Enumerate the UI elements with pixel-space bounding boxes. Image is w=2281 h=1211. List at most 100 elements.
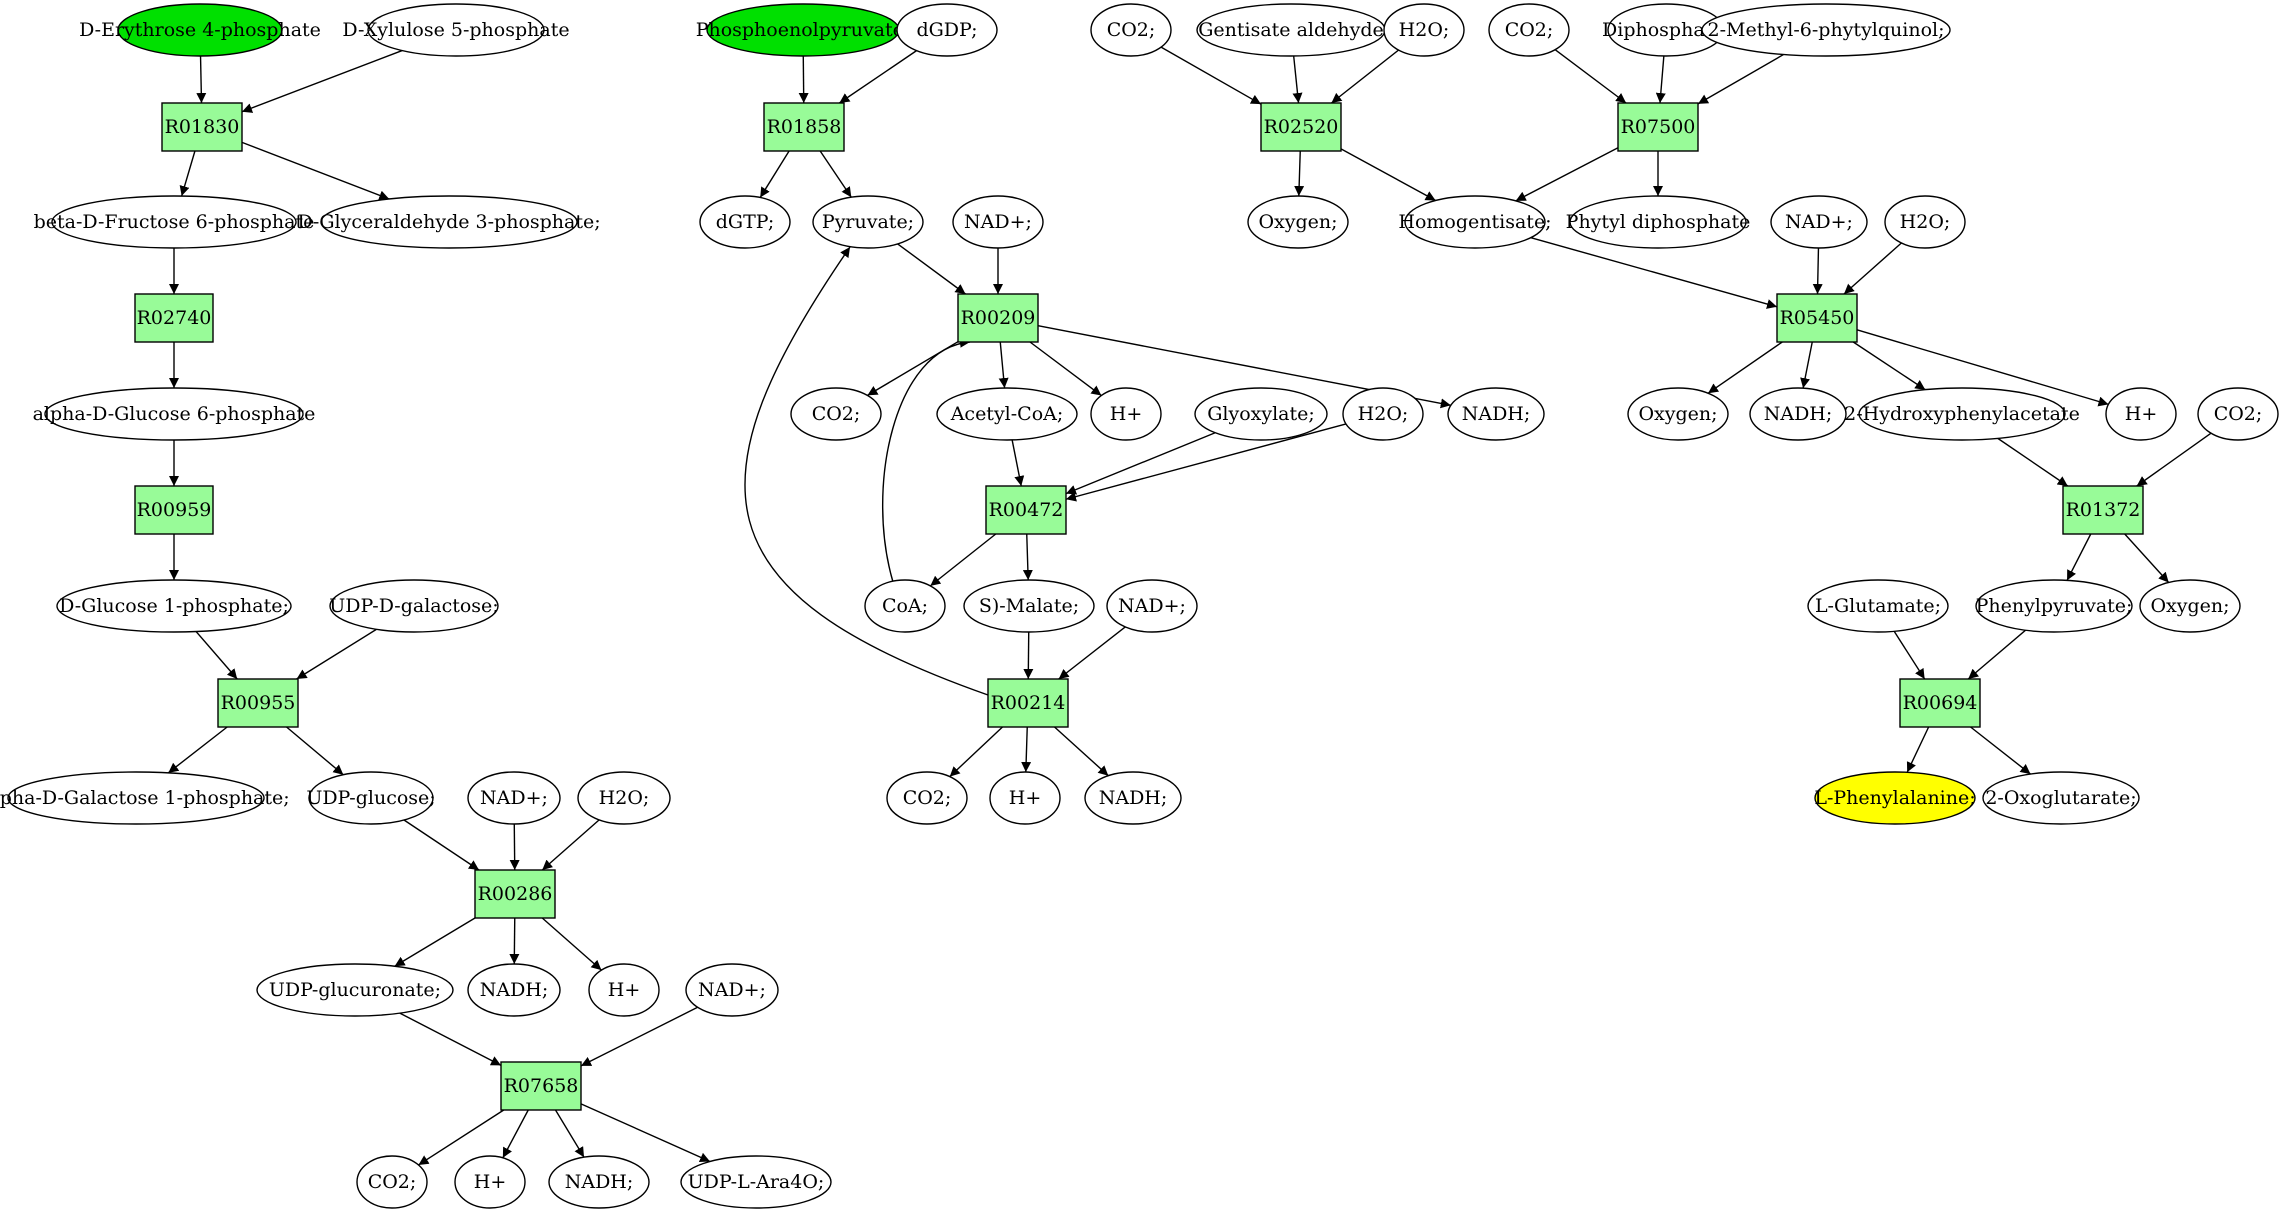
- compound-node: CO2;: [1090, 3, 1172, 57]
- compound-node: NAD+;: [1770, 195, 1868, 249]
- reaction-node: R00286: [474, 869, 556, 919]
- compound-node: L-Glutamate;: [1807, 579, 1949, 633]
- compound-node: NADH;: [1749, 387, 1847, 441]
- edge-arrow: [1906, 726, 1930, 773]
- reaction-box: [474, 869, 556, 919]
- reaction-label: R02520: [1264, 116, 1339, 138]
- edge-arrow: [1160, 46, 1262, 105]
- edge-arrow: [403, 819, 480, 871]
- reaction-label: R07500: [1621, 116, 1696, 138]
- edge-arrow: [819, 150, 852, 198]
- compound-node: beta-D-Fructose 6-phosphate: [34, 195, 314, 249]
- compound-node: Oxygen;: [1247, 195, 1349, 249]
- reaction-node: R07500: [1617, 102, 1699, 152]
- reaction-label: R05450: [1780, 307, 1855, 329]
- edge-arrow: [929, 533, 997, 587]
- compound-shape: [790, 387, 882, 441]
- reaction-label: R01858: [767, 116, 842, 138]
- compound-shape: [699, 195, 791, 249]
- compound-node: Acetyl-CoA;: [936, 387, 1078, 441]
- compound-shape: [308, 771, 434, 825]
- compound-label: H+: [474, 1171, 507, 1193]
- compound-node: 2-Hydroxyphenylacetate: [1844, 387, 2080, 441]
- compound-node: NAD+;: [952, 195, 1044, 249]
- edge-arrow: [541, 819, 600, 871]
- compound-shape: [356, 1155, 428, 1209]
- reaction-node: R00694: [1899, 678, 1981, 728]
- compound-label: UDP-glucuronate;: [269, 979, 441, 1001]
- compound-shape: [1569, 195, 1747, 249]
- reaction-box: [1260, 102, 1342, 152]
- reaction-node: R00472: [985, 485, 1067, 535]
- edge-arrow: [1058, 626, 1126, 680]
- edge-arrow: [897, 243, 966, 295]
- edge-arrow: [286, 726, 344, 776]
- compound-shape: [680, 1155, 832, 1209]
- compound-node: Homogentisate;: [1398, 195, 1552, 249]
- compound-node: L-Phenylalanine;: [1814, 771, 1976, 825]
- compound-shape: [1090, 387, 1162, 441]
- compound-node: D-Xylulose 5-phosphate: [342, 3, 570, 57]
- compound-shape: [454, 1155, 526, 1209]
- compound-label: D-Glyceraldehyde 3-phosphate;: [297, 211, 600, 233]
- compound-shape: [1770, 195, 1868, 249]
- compound-node: Glyoxylate;: [1194, 387, 1328, 441]
- compound-shape: [952, 195, 1044, 249]
- compound-label: D-Erythrose 4-phosphate: [79, 19, 321, 41]
- compound-node: H2O;: [1383, 3, 1465, 57]
- compound-node: Diphosphate;: [1602, 3, 1730, 57]
- compound-shape: [1383, 3, 1465, 57]
- compound-shape: [1194, 387, 1328, 441]
- reaction-box: [985, 485, 1067, 535]
- compound-label: D-Xylulose 5-phosphate: [342, 19, 569, 41]
- compound-label: NAD+;: [480, 787, 548, 809]
- compound-label: UDP-L-Ara4O;: [688, 1171, 825, 1193]
- compound-label: CO2;: [2214, 403, 2263, 425]
- reaction-node: R00959: [134, 485, 214, 535]
- compound-label: H+: [1110, 403, 1143, 425]
- reaction-box: [1899, 678, 1981, 728]
- compound-node: NADH;: [548, 1155, 650, 1209]
- reaction-label: R02740: [137, 307, 212, 329]
- edge-arrow: [1530, 237, 1778, 309]
- reaction-node: R02740: [134, 293, 214, 343]
- edge-arrow: [1856, 329, 2109, 407]
- compound-label: H2O;: [1900, 211, 1951, 233]
- compound-shape: [467, 771, 561, 825]
- compound-label: Phytyl diphosphate: [1566, 211, 1751, 233]
- edge-arrow: [2124, 533, 2170, 583]
- compound-label: Oxygen;: [1638, 403, 1717, 425]
- compound-shape: [2197, 387, 2279, 441]
- compound-node: H2O;: [577, 771, 671, 825]
- edge-arrow: [1029, 341, 1102, 397]
- compound-node: NAD+;: [467, 771, 561, 825]
- compound-node: H+: [588, 963, 660, 1017]
- compound-shape: [812, 195, 924, 249]
- compound-shape: [256, 963, 454, 1017]
- compound-shape: [886, 771, 968, 825]
- compound-label: H2O;: [599, 787, 650, 809]
- compound-node: UDP-glucose;: [306, 771, 436, 825]
- edge-arrow: [1852, 341, 1926, 391]
- edge-arrow: [554, 1109, 585, 1158]
- compound-label: H2O;: [1399, 19, 1450, 41]
- compound-node: alpha-D-Glucose 6-phosphate: [33, 387, 315, 441]
- reaction-box: [987, 678, 1069, 728]
- compound-shape: [367, 3, 545, 57]
- edge-arrow: [195, 631, 238, 680]
- compound-label: Glyoxylate;: [1207, 403, 1315, 425]
- edge-arrow: [838, 50, 917, 104]
- compound-node: Phosphoenolpyruvate;: [696, 3, 910, 57]
- compound-label: L-Phenylalanine;: [1814, 787, 1975, 809]
- edge-arrow: [580, 1103, 711, 1163]
- edge-arrow-curved: [744, 246, 989, 696]
- reaction-label: R01830: [165, 116, 240, 138]
- reaction-node: R01858: [763, 102, 845, 152]
- compound-shape: [685, 963, 779, 1017]
- reaction-box: [217, 678, 299, 728]
- edge-arrow: [1707, 341, 1783, 394]
- compound-node: CO2;: [886, 771, 968, 825]
- reaction-box: [134, 485, 214, 535]
- edge-arrow: [1022, 533, 1033, 581]
